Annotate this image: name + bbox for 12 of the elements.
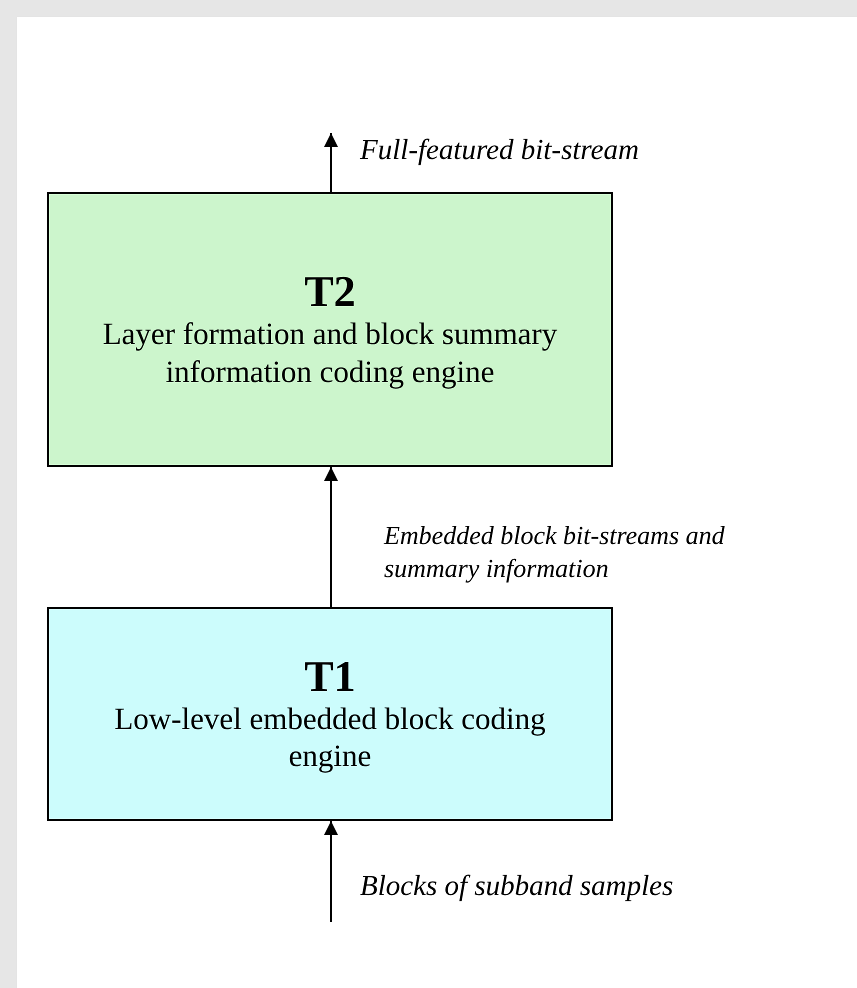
process-box	[47, 607, 613, 821]
arrow	[324, 821, 338, 922]
box-title: T2	[304, 269, 356, 316]
edge-label: Blocks of subband samples	[360, 869, 674, 904]
edge-label: Embedded block bit-streams and summary information	[384, 520, 726, 585]
box-description: Low-level embedded block coding engine	[113, 700, 547, 774]
edge-label: Full-featured bit-stream	[360, 133, 640, 168]
box-description: Layer formation and block summary information coding engine	[102, 315, 558, 390]
arrow	[324, 467, 338, 607]
box-title: T1	[304, 654, 356, 700]
process-box	[47, 192, 613, 467]
arrow	[324, 133, 338, 192]
